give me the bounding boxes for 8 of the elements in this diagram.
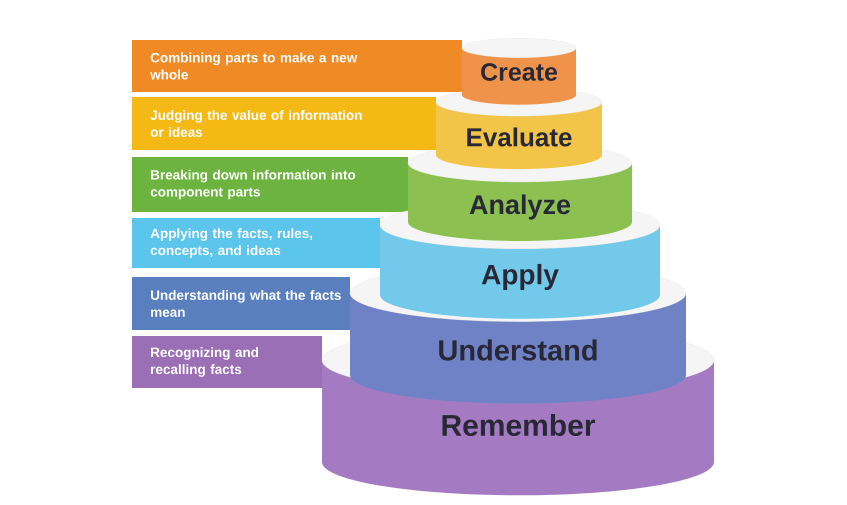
tier-cylinder: Evaluate: [436, 88, 602, 170]
description-banner: Combining parts to make a new whole: [132, 40, 462, 92]
description-banner: Judging the value of information or ideas: [132, 97, 436, 150]
description-banner: Breaking down information into component parts: [132, 157, 408, 212]
tier-cylinder: Create: [462, 38, 576, 105]
description-banner: Applying the facts, rules, concepts, and ideas: [132, 218, 380, 268]
description-banner: Recognizing and recalling facts: [132, 336, 322, 388]
description-banner: Understanding what the facts mean: [132, 276, 350, 330]
